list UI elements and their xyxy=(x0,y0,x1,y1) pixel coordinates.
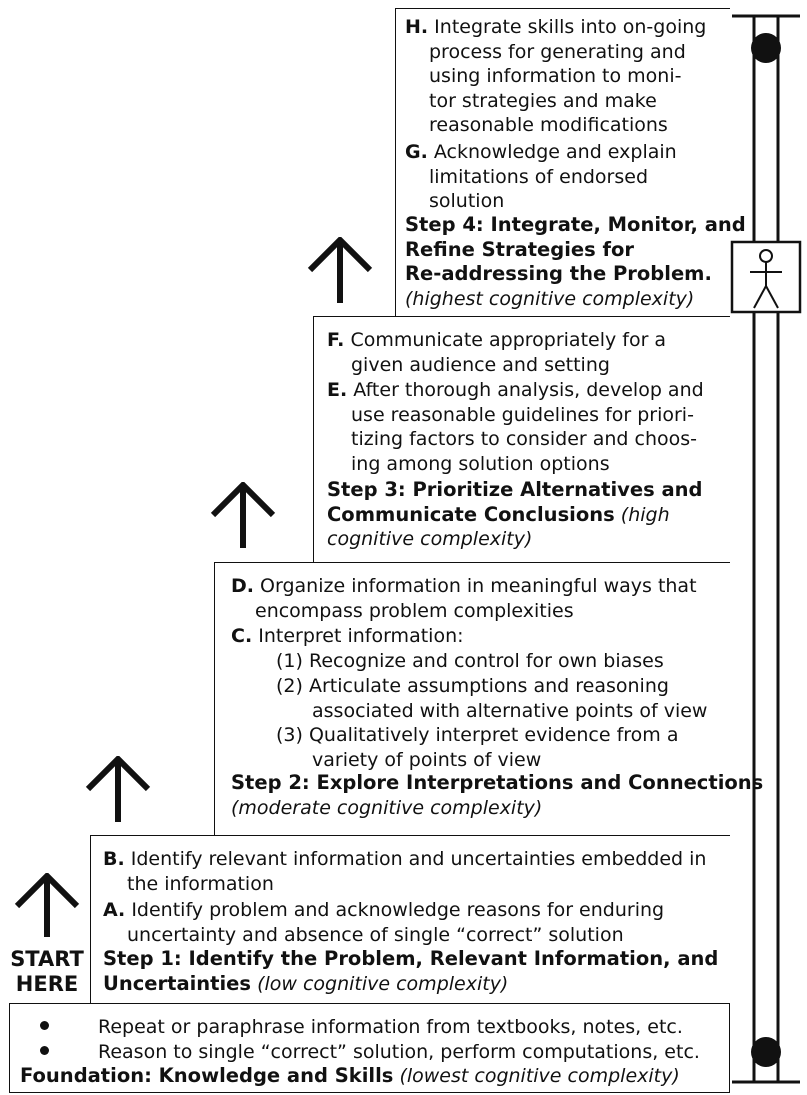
up-arrow-icon xyxy=(85,756,151,822)
elevator-bottom-pulley xyxy=(751,1037,781,1067)
step4-title: Step 4: Integrate, Monitor, and Refine S… xyxy=(405,213,746,310)
bullet-icon xyxy=(40,1046,49,1055)
step1-item-b: B. Identify relevant information and unc… xyxy=(103,848,707,895)
step2-sub-2: (2) Articulate assumptions and reasoning… xyxy=(276,675,708,722)
step2-sub-1: (1) Recognize and control for own biases xyxy=(276,650,664,672)
step3-box xyxy=(313,316,730,562)
up-arrow-icon xyxy=(14,873,80,937)
step2-title: Step 2: Explore Interpretations and Conn… xyxy=(231,771,764,819)
foundation-bullet-2: Reason to single “correct” solution, per… xyxy=(40,1040,700,1065)
start-here-label: START HERE xyxy=(10,947,84,996)
elevator-illustration xyxy=(730,14,802,1084)
step2-box xyxy=(214,562,730,835)
step3-item-e: E. After thorough analysis, develop and … xyxy=(327,379,704,475)
up-arrow-icon xyxy=(210,482,276,548)
foundation-bullet-1: Repeat or paraphrase information from te… xyxy=(40,1015,683,1040)
step1-title: Step 1: Identify the Problem, Relevant I… xyxy=(103,947,719,995)
foundation-box xyxy=(9,1003,730,1093)
step1-item-a: A. Identify problem and acknowledge reas… xyxy=(103,899,665,946)
step4-item-h: H. Integrate skills into on-going proces… xyxy=(405,16,707,136)
person-icon xyxy=(750,249,782,309)
step4-box xyxy=(395,8,730,316)
elevator-top-pulley xyxy=(751,33,781,63)
step3-item-f: F. Communicate appropriately for a given… xyxy=(327,329,667,376)
step4-item-g: G. Acknowledge and explain limitations o… xyxy=(405,141,677,212)
step1-box xyxy=(90,835,730,1003)
step2-item-d: D. Organize information in meaningful wa… xyxy=(231,575,697,622)
bullet-icon xyxy=(40,1021,49,1030)
step3-title: Step 3: Prioritize Alternatives and Comm… xyxy=(327,478,703,550)
up-arrow-icon xyxy=(307,237,373,303)
step2-sub-3: (3) Qualitatively interpret evidence fro… xyxy=(276,724,679,771)
foundation-title: Foundation: Knowledge and Skills (lowest… xyxy=(20,1064,680,1087)
step2-item-c: C. Interpret information: xyxy=(231,625,464,647)
